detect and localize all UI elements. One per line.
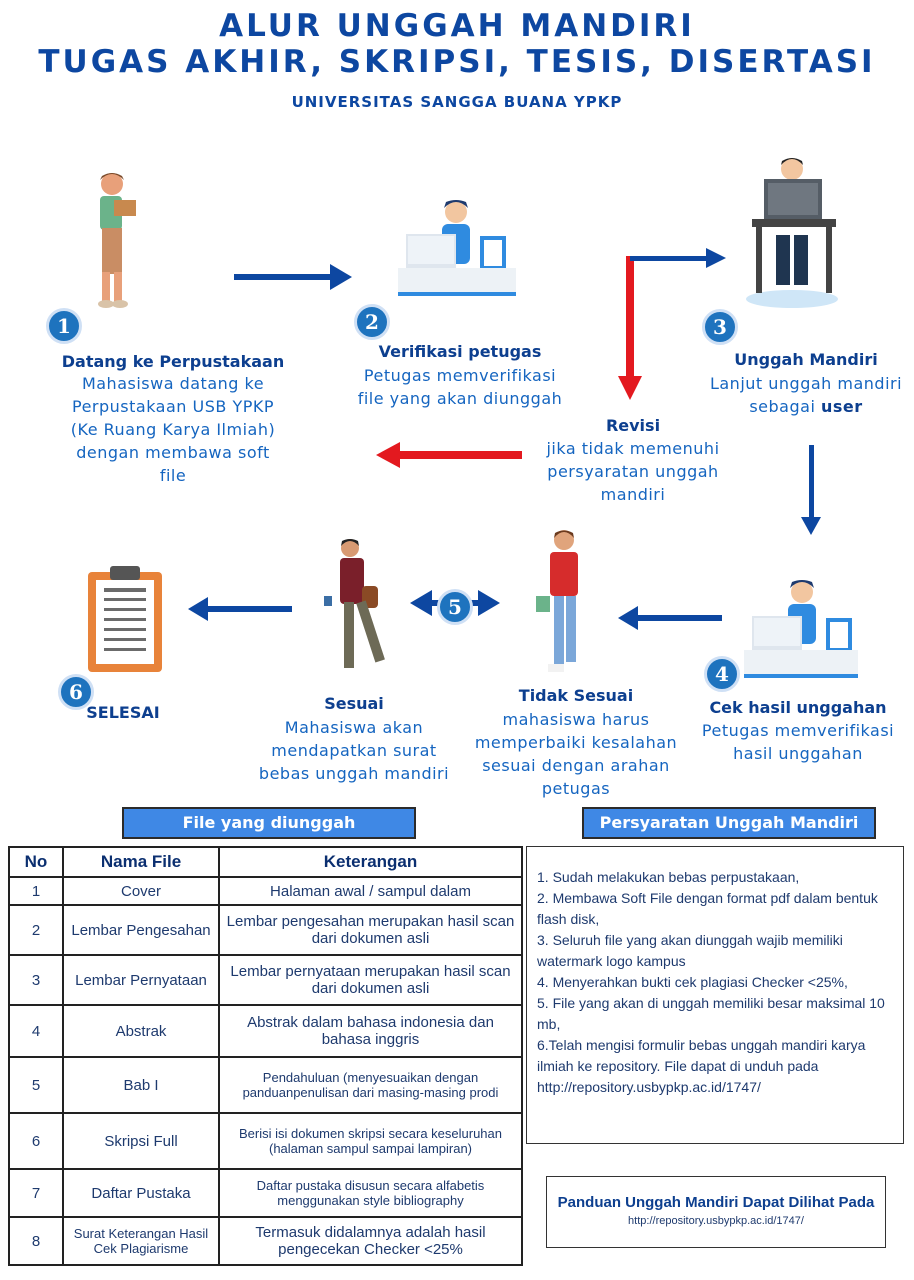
step-number-6: 6 [58, 674, 94, 710]
revisi-title: Revisi [605, 416, 661, 435]
requirement-item: 1. Sudah melakukan bebas perpustakaan, [537, 869, 800, 885]
step2-description: Petugas memverifikasi file yang akan diu… [357, 366, 563, 408]
student-backpack-illustration [536, 530, 578, 672]
requirement-item: 6.Telah mengisi formulir bebas unggah ma… [537, 1037, 866, 1095]
tidak-sesuai-title: Tidak Sesuai [518, 686, 634, 705]
requirement-item: 5. File yang akan di unggah memiliki bes… [537, 995, 885, 1032]
table-row: 7 Daftar Pustaka Daftar pustaka disusun … [8, 1168, 523, 1218]
table-row: 3 Lembar Pernyataan Lembar pernyataan me… [8, 954, 523, 1006]
selesai-title: SELESAI [86, 703, 160, 722]
table-row: 4 Abstrak Abstrak dalam bahasa indonesia… [8, 1004, 523, 1058]
table-row: 1 Cover Halaman awal / sampul dalam [8, 876, 523, 906]
clipboard-illustration [88, 566, 162, 672]
guide-title: Panduan Unggah Mandiri Dapat Dilihat Pad… [557, 1194, 875, 1211]
step1-title: Datang ke Perpustakaan [61, 352, 285, 371]
page-title-line1: ALUR UNGGAH MANDIRI [219, 8, 695, 44]
step4-title: Cek hasil unggahan [709, 698, 887, 717]
column-header-keterangan: Keterangan [218, 846, 523, 878]
arrow-right-1-to-2 [234, 264, 352, 290]
step1-description: Mahasiswa datang ke Perpustakaan USB YPK… [70, 374, 276, 485]
step3-title: Unggah Mandiri [734, 350, 878, 369]
guide-url-link[interactable]: http://repository.usbypkp.ac.id/1747/ [628, 1215, 804, 1227]
step4-description: Petugas memverifikasi hasil unggahan [701, 721, 895, 763]
files-section-header: File yang diunggah [122, 807, 416, 839]
officer-desk-illustration [398, 200, 516, 296]
user-computer-illustration [746, 158, 838, 308]
step2-title: Verifikasi petugas [378, 342, 542, 361]
step-number-3: 3 [702, 309, 738, 345]
requirements-section-header: Persyaratan Unggah Mandiri [582, 807, 876, 839]
table-row: 8 Surat Keterangan Hasil Cek Plagiarisme… [8, 1216, 523, 1266]
guide-box: Panduan Unggah Mandiri Dapat Dilihat Pad… [546, 1176, 886, 1248]
university-subtitle: UNIVERSITAS SANGGA BUANA YPKP [291, 93, 623, 111]
revisi-description: jika tidak memenuhi persyaratan unggah m… [546, 439, 720, 504]
requirement-item: 2. Membawa Soft File dengan format pdf d… [537, 890, 878, 927]
column-header-nama-file: Nama File [62, 846, 220, 878]
student-walking-illustration [324, 539, 385, 668]
requirements-box: 1. Sudah melakukan bebas perpustakaan, 2… [526, 846, 904, 1144]
requirement-item: 4. Menyerahkan bukti cek plagiasi Checke… [537, 974, 848, 990]
requirement-item: 3. Seluruh file yang akan diunggah wajib… [537, 932, 843, 969]
step-number-1: 1 [46, 308, 82, 344]
arrow-left-4-to-tidak [618, 606, 722, 630]
step-number-2: 2 [354, 304, 390, 340]
step-number-4: 4 [704, 656, 740, 692]
officer-desk-illustration-2 [744, 580, 858, 678]
files-table: No Nama File Keterangan 1 Cover Halaman … [8, 846, 523, 1266]
table-row: 5 Bab I Pendahuluan (menyesuaikan dengan… [8, 1056, 523, 1114]
step-number-5: 5 [437, 589, 473, 625]
column-header-no: No [8, 846, 64, 878]
arrow-left-to-selesai [188, 597, 292, 621]
table-row: 2 Lembar Pengesahan Lembar pengesahan me… [8, 904, 523, 956]
tidak-sesuai-description: mahasiswa harus memperbaiki kesalahan se… [474, 710, 678, 798]
page-title-line2: TUGAS AKHIR, SKRIPSI, TESIS, DISERTASI [38, 44, 876, 80]
arrow-down-3-to-4 [801, 445, 821, 535]
arrow-red-left-revisi [376, 442, 522, 468]
arrow-red-down-blue-right [618, 248, 726, 400]
sesuai-title: Sesuai [324, 694, 384, 713]
sesuai-description: Mahasiswa akan mendapatkan surat bebas u… [258, 718, 450, 783]
student-reading-illustration [98, 173, 136, 308]
table-row: 6 Skripsi Full Berisi isi dokumen skrips… [8, 1112, 523, 1170]
step3-description: Lanjut unggah mandiri sebagai user [709, 374, 903, 416]
